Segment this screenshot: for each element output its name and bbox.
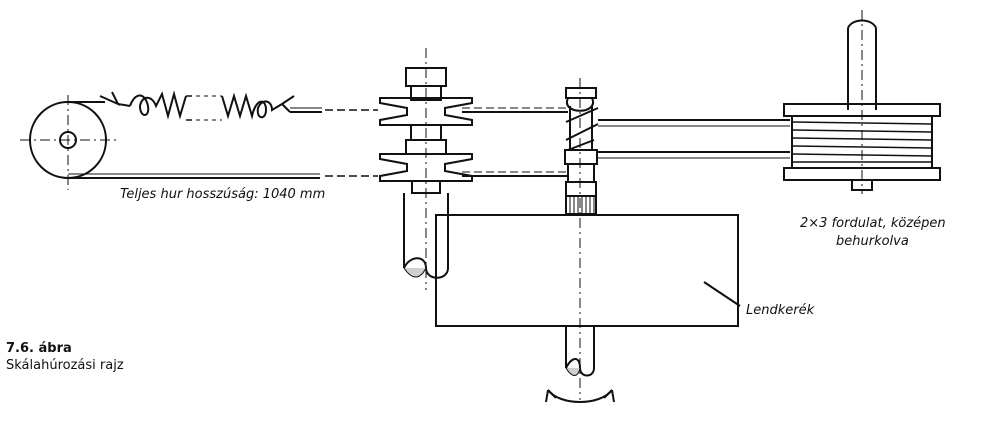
string-length-label: Teljes hur hosszúság: 1040 mm [120, 187, 326, 202]
dial-drum [783, 10, 941, 194]
flywheel-label: Lendkerék [746, 303, 815, 318]
turns-label-line1: 2×3 fordulat, középen [800, 216, 946, 231]
turns-label-line2: behurkolva [836, 234, 909, 249]
drive-spindle [545, 78, 615, 403]
dial-string [68, 101, 790, 179]
figure-title: Skálahúrozási rajz [6, 358, 124, 373]
flywheel [435, 214, 741, 327]
double-pulley [379, 48, 473, 290]
tension-spring [99, 90, 295, 121]
idler-pulley [20, 95, 116, 190]
figure-number: 7.6. ábra [6, 341, 72, 356]
